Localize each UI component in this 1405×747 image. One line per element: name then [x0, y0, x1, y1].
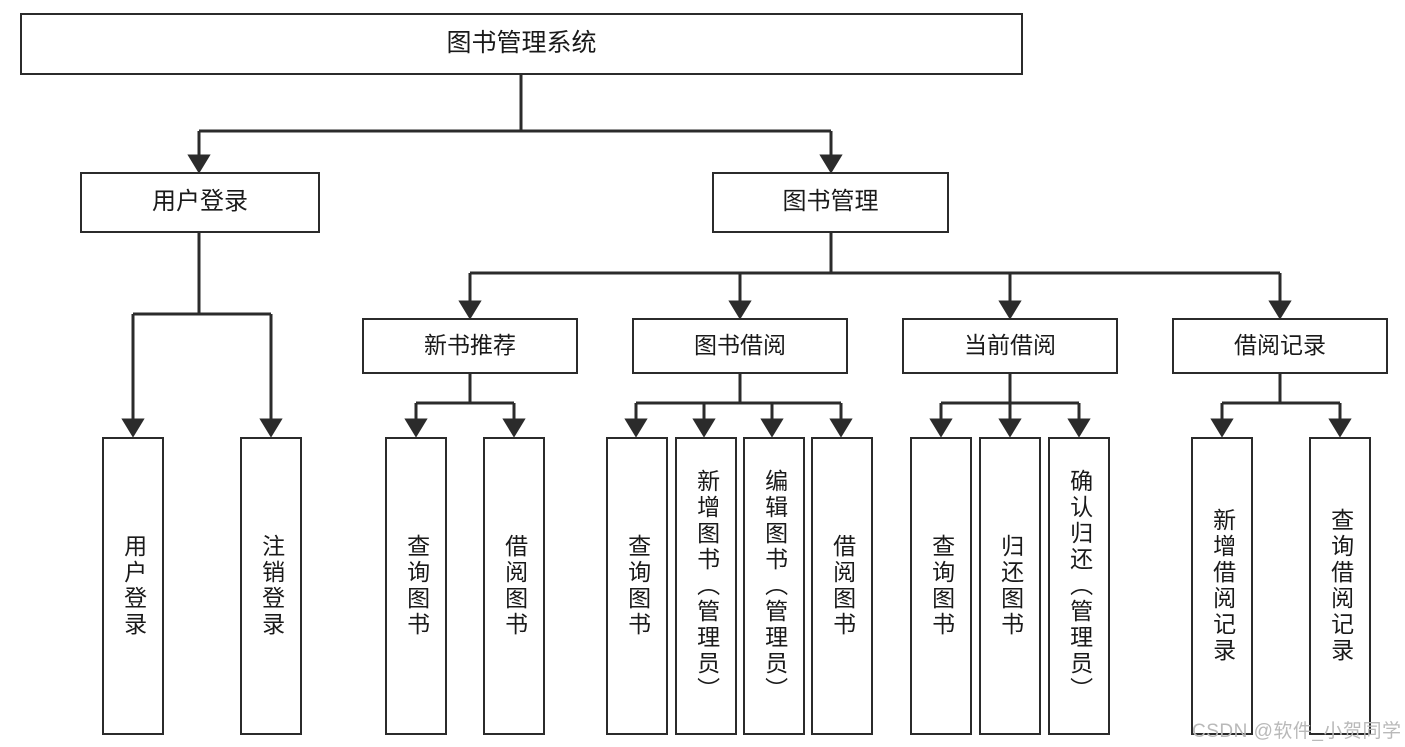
node-user-login-label: 用户登录	[152, 188, 248, 216]
node-book-borrow-label: 图书借阅	[694, 332, 786, 359]
leaf-add-borrow-record[interactable]: 新增借阅记录	[1191, 437, 1253, 735]
leaf-query-book-newbook[interactable]: 查询图书	[385, 437, 447, 735]
leaf-logout[interactable]: 注销登录	[240, 437, 302, 735]
node-root-book-management-system[interactable]: 图书管理系统	[20, 13, 1023, 75]
node-new-book-recommend[interactable]: 新书推荐	[362, 318, 578, 374]
node-current-borrow[interactable]: 当前借阅	[902, 318, 1118, 374]
leaf-query-book-borrow[interactable]: 查询图书	[606, 437, 668, 735]
leaf-query-borrow-record[interactable]: 查询借阅记录	[1309, 437, 1371, 735]
leaf-return-book[interactable]: 归还图书	[979, 437, 1041, 735]
csdn-watermark: CSDN @软件_小贺同学	[1192, 721, 1402, 742]
leaf-add-book-admin-label: 新增图书（管理员）	[693, 469, 720, 703]
leaf-query-book-borrow-label: 查询图书	[624, 534, 651, 638]
node-book-borrow[interactable]: 图书借阅	[632, 318, 848, 374]
leaf-logout-label: 注销登录	[258, 534, 285, 638]
leaf-borrow-book-borrow-label: 借阅图书	[829, 534, 856, 638]
leaf-confirm-return-admin-label: 确认归还（管理员）	[1066, 469, 1093, 703]
leaf-borrow-book-newbook[interactable]: 借阅图书	[483, 437, 545, 735]
leaf-query-book-newbook-label: 查询图书	[403, 534, 430, 638]
leaf-add-book-admin[interactable]: 新增图书（管理员）	[675, 437, 737, 735]
leaf-query-book-current[interactable]: 查询图书	[910, 437, 972, 735]
leaf-borrow-book-newbook-label: 借阅图书	[501, 534, 528, 638]
node-new-book-recommend-label: 新书推荐	[424, 332, 516, 359]
node-borrow-record-label: 借阅记录	[1234, 332, 1326, 359]
leaf-query-book-current-label: 查询图书	[928, 534, 955, 638]
node-book-management-label: 图书管理	[782, 188, 879, 216]
leaf-return-book-label: 归还图书	[997, 534, 1024, 638]
node-borrow-record[interactable]: 借阅记录	[1172, 318, 1388, 374]
leaf-confirm-return-admin[interactable]: 确认归还（管理员）	[1048, 437, 1110, 735]
leaf-edit-book-admin[interactable]: 编辑图书（管理员）	[743, 437, 805, 735]
node-current-borrow-label: 当前借阅	[964, 332, 1056, 359]
leaf-query-borrow-record-label: 查询借阅记录	[1327, 508, 1354, 664]
leaf-user-login[interactable]: 用户登录	[102, 437, 164, 735]
node-book-management[interactable]: 图书管理	[712, 172, 949, 233]
node-root-label: 图书管理系统	[446, 29, 597, 58]
leaf-borrow-book-borrow[interactable]: 借阅图书	[811, 437, 873, 735]
leaf-user-login-label: 用户登录	[120, 534, 147, 638]
node-user-login[interactable]: 用户登录	[80, 172, 320, 233]
leaf-add-borrow-record-label: 新增借阅记录	[1209, 508, 1236, 664]
leaf-edit-book-admin-label: 编辑图书（管理员）	[761, 469, 788, 703]
